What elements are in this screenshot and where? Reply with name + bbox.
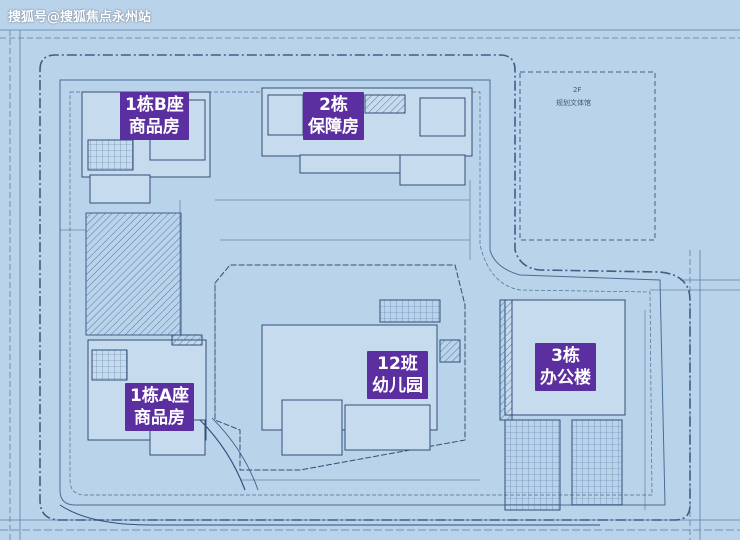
label-kindergarten-line1: 12班	[377, 354, 418, 374]
label-kindergarten-line2: 幼儿园	[372, 376, 423, 396]
label-building-3-line2: 办公楼	[540, 368, 591, 388]
dimension-lines	[60, 180, 740, 510]
label-building-1b-line1: 1栋B座	[125, 95, 184, 115]
label-building-1b-line2: 商品房	[128, 117, 180, 137]
driveway-curve	[199, 419, 246, 491]
label-building-1b: 1栋B座 商品房	[120, 92, 189, 140]
label-building-2-line1: 2栋	[319, 95, 348, 115]
watermark-text: 搜狐号@搜狐焦点永州站	[8, 10, 152, 25]
building-2-outline	[261, 87, 473, 186]
label-building-1a-line1: 1栋A座	[130, 386, 189, 406]
internal-road	[59, 79, 666, 506]
internal-road-inner	[69, 91, 653, 496]
culture-hall-outline	[519, 71, 656, 241]
building-3-outline	[499, 299, 626, 511]
label-building-3-line1: 3栋	[551, 346, 580, 366]
kindergarten-outline	[214, 264, 466, 471]
culture-hall-name-note: 规划文体馆	[556, 99, 591, 107]
label-building-2: 2栋 保障房	[303, 92, 364, 140]
site-boundary	[39, 54, 691, 521]
label-building-1a-line2: 商品房	[134, 408, 185, 428]
lower-road-edge	[59, 504, 600, 526]
label-building-3: 3栋 办公楼	[535, 343, 596, 391]
culture-hall-floor-note: 2F	[573, 86, 582, 94]
label-building-1a: 1栋A座 商品房	[125, 383, 194, 431]
label-building-2-line2: 保障房	[308, 117, 359, 137]
underground-garage	[85, 212, 182, 336]
label-kindergarten: 12班 幼儿园	[367, 351, 428, 399]
driveway-curve-inner	[211, 417, 259, 491]
